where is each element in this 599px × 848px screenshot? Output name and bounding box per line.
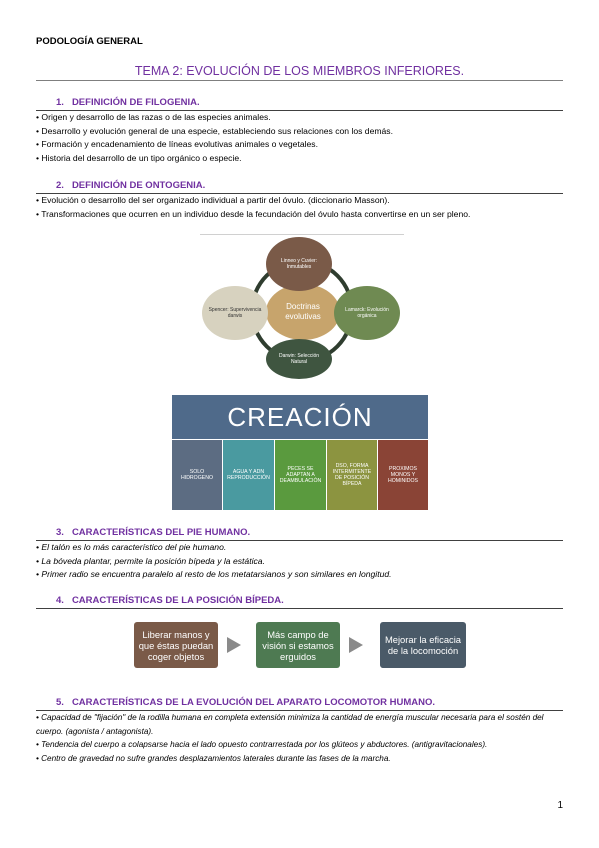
ontogenia-list: • Evolución o desarrollo del ser organiz…	[36, 194, 563, 221]
list-item: • Primer radio se encuentra paralelo al …	[36, 569, 392, 579]
page-title: TEMA 2: EVOLUCIÓN DE LOS MIEMBROS INFERI…	[134, 64, 465, 78]
list-item: • Capacidad de "fijación" de la rodilla …	[36, 713, 544, 736]
flow-step-2: Más campo de visión si estamos erguidos	[256, 622, 340, 668]
list-item: • La bóveda plantar, permite la posición…	[36, 555, 265, 566]
list-item: • Historia del desarrollo de un tipo org…	[36, 152, 242, 163]
doctrina-top: Linneo y Cuvier: Inmutables	[266, 237, 332, 291]
creacion-box: PECES SE ADAPTAN A DEAMBULACIÓN	[275, 440, 326, 510]
section-4-rule	[36, 608, 563, 609]
doctrina-left: Spencer: Supervivencia darwis	[202, 286, 268, 340]
creacion-box: DSO, FORMA INTERMITENTE DE POSICIÓN BÍPE…	[327, 440, 377, 510]
section-5-rule	[36, 710, 563, 711]
doctrina-right: Lamarck: Evolución orgánica	[334, 286, 400, 340]
list-item: • Origen y desarrollo de las razas o de …	[36, 112, 271, 122]
page-number: 1	[557, 800, 563, 811]
list-item: • Evolución o desarrollo del ser organiz…	[36, 195, 390, 205]
title-rule	[36, 80, 563, 81]
creacion-box: PROXIMOS MONOS Y HOMINIDOS	[378, 440, 428, 510]
list-item: • Formación y encadenamiento de líneas e…	[36, 139, 318, 149]
section-2-heading: 2.DEFINICIÓN DE ONTOGENIA.	[56, 180, 206, 191]
creacion-title: CREACIÓN	[172, 395, 428, 439]
filogenia-list: • Origen y desarrollo de las razas o de …	[36, 111, 563, 165]
creacion-box: SOLO HIDROGENO	[172, 440, 222, 510]
section-3-heading: 3.CARACTERÍSTICAS DEL PIE HUMANO.	[56, 527, 251, 538]
creacion-box: AGUA Y ADN REPRODUCCIÓN	[223, 440, 274, 510]
section-1-heading: 1.DEFINICIÓN DE FILOGENIA.	[56, 97, 200, 108]
flow-step-3: Mejorar la eficacia de la locomoción	[380, 622, 466, 668]
diagram-top-rule	[200, 234, 404, 235]
pie-list: • El talón es lo más característico del …	[36, 541, 563, 582]
arrow-right-icon	[227, 637, 241, 653]
section-2-rule	[36, 193, 563, 194]
section-5-heading: 5.CARACTERÍSTICAS DE LA EVOLUCIÓN DEL AP…	[56, 697, 436, 708]
arrow-right-icon	[349, 637, 363, 653]
document-header: PODOLOGÍA GENERAL	[36, 36, 143, 47]
doctrinas-diagram: Doctrinas evolutivas Linneo y Cuvier: In…	[200, 234, 404, 380]
list-item: • El talón es lo más característico del …	[36, 542, 227, 552]
list-item: • Desarrollo y evolución general de una …	[36, 125, 393, 136]
list-item: • Transformaciones que ocurren en un ind…	[36, 208, 471, 219]
flow-step-1: Liberar manos y que éstas puedan coger o…	[134, 622, 218, 668]
list-item: • Tendencia del cuerpo a colapsarse haci…	[36, 740, 488, 749]
center-circle: Doctrinas evolutivas	[266, 284, 340, 340]
doctrina-bottom: Darwin: Selección Natural	[266, 339, 332, 379]
aparato-list: • Capacidad de "fijación" de la rodilla …	[36, 711, 563, 765]
section-1-rule	[36, 110, 563, 111]
section-4-heading: 4.CARACTERÍSTICAS DE LA POSICIÓN BÍPEDA.	[56, 595, 284, 606]
section-3-rule	[36, 540, 563, 541]
list-item: • Centro de gravedad no sufre grandes de…	[36, 753, 391, 763]
